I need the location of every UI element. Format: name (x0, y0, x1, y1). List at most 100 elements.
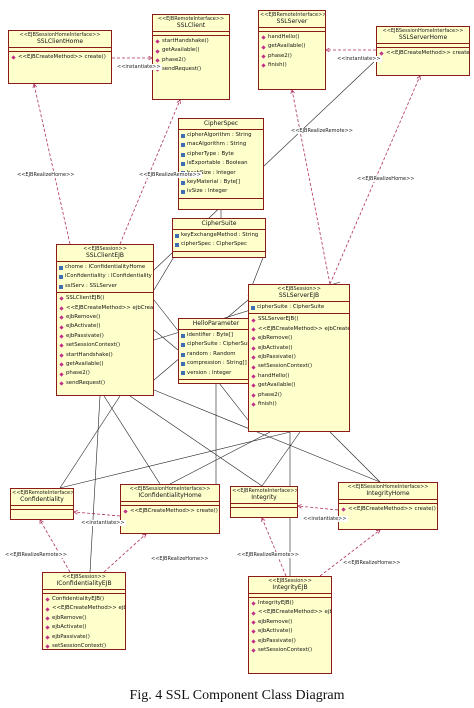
operation-text: ejbRemove() (258, 335, 293, 342)
operation-row: ejbPassivate() (45, 633, 123, 642)
operation-icon (59, 372, 64, 377)
class-stereotype: <<EJBSession>> (277, 286, 321, 292)
class-header: <<EJBSession>>SSLClientEJB (57, 245, 153, 262)
attribute-icon (181, 133, 185, 138)
attribute-icon (59, 275, 63, 280)
attribute-text: cipherSuite : CipherSuite (257, 304, 325, 310)
attributes-compartment: identifier : Byte[]cipherSuite : CipherS… (179, 330, 253, 381)
class-name: SSLServer (276, 18, 308, 25)
class-stereotype: <<EJBRemoteInterface>> (260, 12, 326, 18)
operation-row: getAvailable() (261, 42, 323, 51)
operation-icon (251, 629, 256, 635)
relation-label: <<instantiate>> (336, 56, 382, 62)
operation-icon (251, 639, 256, 644)
operations-compartment (173, 252, 265, 254)
operation-text: finish() (258, 401, 277, 408)
attributes-compartment (153, 32, 229, 36)
class-name: IntegrityEJB (272, 584, 308, 591)
operation-text: setSessionContext() (66, 342, 121, 349)
attribute-row: version : Integer (181, 369, 251, 378)
operation-row: ejbRemove() (251, 334, 347, 343)
attribute-row: sslServ : SSLServer (59, 282, 151, 291)
arrowhead (176, 99, 181, 105)
attribute-icon (59, 265, 63, 270)
operation-row: ConfidentialityEJB() (45, 595, 123, 604)
operation-icon (59, 325, 64, 330)
operation-icon (45, 635, 50, 640)
class-header: <<EJBSessionHomeInterface>>IConfidential… (121, 485, 219, 502)
class-name: HelloParameter (192, 320, 240, 327)
operations-compartment: ConfidentialityEJB()<<EJBCreateMethod>> … (43, 594, 125, 649)
operation-icon (251, 393, 256, 398)
class-name: Confidentiality (20, 496, 64, 503)
class-header: CipherSuite (173, 219, 265, 230)
class-header: <<EJBSessionHomeInterface>>SSLServerHome (377, 27, 469, 44)
attribute-icon (181, 361, 185, 366)
operation-icon (251, 374, 256, 379)
operation-row: <<EJBCreateMethod>> ejbCreate() (251, 608, 331, 617)
arrowhead (325, 47, 330, 53)
operation-row: setSessionContext() (251, 646, 329, 655)
figure-caption: Fig. 4 SSL Component Class Diagram (129, 688, 345, 703)
operation-text: getAvailable() (268, 43, 306, 50)
operation-icon (59, 343, 64, 349)
attributes-compartment (121, 502, 219, 506)
attribute-text: cipherSpec : CipherSpec (181, 241, 247, 248)
operation-row: SSLServerEJB() (251, 315, 347, 324)
operation-text: ejbRemove() (66, 314, 101, 321)
operation-text: phase2() (258, 391, 282, 398)
attribute-row: macAlgorithm : String (181, 140, 261, 149)
attributes-compartment (377, 44, 469, 48)
class-box-helloparameter: HelloParameter identifier : Byte[]cipherS… (178, 318, 254, 384)
attribute-row: cipherSuite : CipherSuite (181, 340, 253, 349)
operation-text: ejbActivate() (52, 624, 87, 631)
class-name: Integrity (251, 494, 277, 501)
association-line (103, 395, 161, 485)
relation-r5 (291, 89, 331, 285)
operation-text: finish() (268, 62, 287, 69)
operation-row: startHandshake() (59, 351, 151, 360)
operation-row: ejbActivate() (251, 344, 347, 353)
operation-text: <<EJBCreateMethod>> ejbCreate() (66, 304, 154, 311)
arrowhead (297, 504, 302, 509)
operation-text: <<EJBCreateMethod>> ejbCreate() (258, 609, 331, 616)
class-header: <<EJBSession>>IntegrityEJB (249, 577, 331, 594)
operation-text: <<EJBCreateMethod>> ejbCreate() (258, 325, 350, 332)
attribute-text: hashSize : Integer (187, 169, 236, 176)
attribute-text: cipherType : Byte (187, 150, 234, 157)
operation-icon (251, 336, 256, 342)
class-name: SSLClient (176, 22, 206, 29)
class-header: <<EJBRemoteInterface>>SSLServer (259, 11, 325, 28)
operation-row: <<EJBCreateMethod>> create() (379, 49, 469, 58)
operation-text: startHandshake() (66, 351, 113, 358)
attributes-compartment: cipherSuite : CipherSuite (249, 302, 349, 315)
operation-icon (251, 327, 256, 332)
operation-row: phase2() (261, 52, 323, 61)
association-line (89, 395, 101, 573)
attribute-text: random : Random (187, 350, 236, 357)
operation-text: handHello() (258, 372, 290, 379)
attribute-text: compression : String[] (187, 360, 247, 367)
relation-r6 (329, 75, 421, 285)
class-box-sslclienthome: <<EJBSessionHomeInterface>>SSLClientHome… (8, 30, 112, 84)
operation-icon (251, 383, 256, 389)
operation-icon (59, 362, 64, 367)
association-line (59, 395, 121, 489)
class-header: <<EJBSessionHomeInterface>>SSLClientHome (9, 31, 111, 48)
operations-compartment: startHandshake()getAvailable()phase2()se… (153, 36, 229, 76)
operation-row: ejbPassivate() (59, 332, 151, 341)
operation-row: setSessionContext() (251, 362, 347, 371)
operation-icon (59, 315, 64, 320)
attributes-compartment (231, 504, 297, 508)
operation-icon (341, 507, 346, 512)
relation-label: <<instantiate>> (116, 64, 162, 70)
operation-icon (59, 306, 64, 311)
arrowhead (39, 519, 44, 525)
class-header: CipherSpec (179, 119, 263, 130)
attribute-row: chome : IConfidentialityHome (59, 263, 151, 272)
